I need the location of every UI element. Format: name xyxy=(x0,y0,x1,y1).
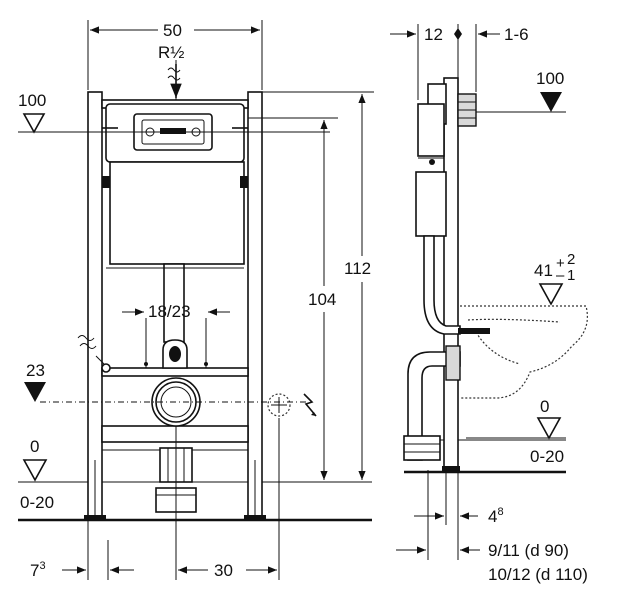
cistern-body xyxy=(109,161,245,265)
level-0-right-marker xyxy=(536,417,562,440)
level-0-left-marker xyxy=(22,459,48,482)
frame-height-104-label: 104 xyxy=(308,290,336,309)
level-100-left-label: 100 xyxy=(18,91,46,110)
left-frame-leg xyxy=(87,91,103,521)
right-foot xyxy=(244,515,266,521)
left-foot xyxy=(84,515,106,521)
middle-crossbar xyxy=(101,367,249,377)
side-12-label: 12 xyxy=(424,25,443,44)
floor-range-left-label: 0-20 xyxy=(20,493,54,512)
right-frame-leg xyxy=(247,91,263,521)
bowl-tol-down: 1 xyxy=(567,267,575,284)
level-23-marker xyxy=(24,382,46,402)
bowl-height-base-label: 41 xyxy=(534,261,553,280)
side-view: 12 1-6 100 41 + – 2 1 0 0-20 48 9/11 (d … xyxy=(390,24,588,584)
wc-bowl-outline xyxy=(460,305,588,399)
total-height-112-label: 112 xyxy=(344,259,371,278)
side-frame-post xyxy=(443,77,459,473)
level-23-label: 23 xyxy=(26,361,45,380)
bowl-tol-up: 2 xyxy=(567,251,575,268)
supply-size-label: R½ xyxy=(158,43,184,62)
bowl-tol-minus: – xyxy=(556,267,565,284)
lower-crossbar xyxy=(101,425,249,443)
side-flush-pipe xyxy=(423,235,461,335)
floor-range-right-label: 0-20 xyxy=(530,447,564,466)
side-4-label: 48 xyxy=(488,506,504,526)
side-9-11-label: 9/11 (d 90) xyxy=(488,541,569,560)
level-0-left-label: 0 xyxy=(30,437,39,456)
side-cistern-lower xyxy=(415,171,447,237)
fixing-spacing-label: 18/23 xyxy=(148,302,191,321)
side-cistern-upper xyxy=(417,103,445,157)
offset-30-label: 30 xyxy=(214,561,233,580)
power-socket-outline xyxy=(267,393,291,417)
bowl-tol-plus: + xyxy=(556,255,565,272)
side-1-6-label: 1-6 xyxy=(504,25,529,44)
bowl-height-marker xyxy=(538,283,564,306)
level-100-left-marker xyxy=(22,113,46,134)
level-0-right-label: 0 xyxy=(540,397,549,416)
front-view: R½ 50 100 23 0 0-20 18/23 104 112 xyxy=(18,20,374,580)
electric-bolt-icon xyxy=(303,393,317,417)
level-100-right-label: 100 xyxy=(536,69,564,88)
front-width-label: 50 xyxy=(163,21,182,40)
side-10-12-label: 10/12 (d 110) xyxy=(488,565,588,584)
level-100-right-marker xyxy=(540,92,562,112)
offset-left-label: 73 xyxy=(30,560,46,580)
